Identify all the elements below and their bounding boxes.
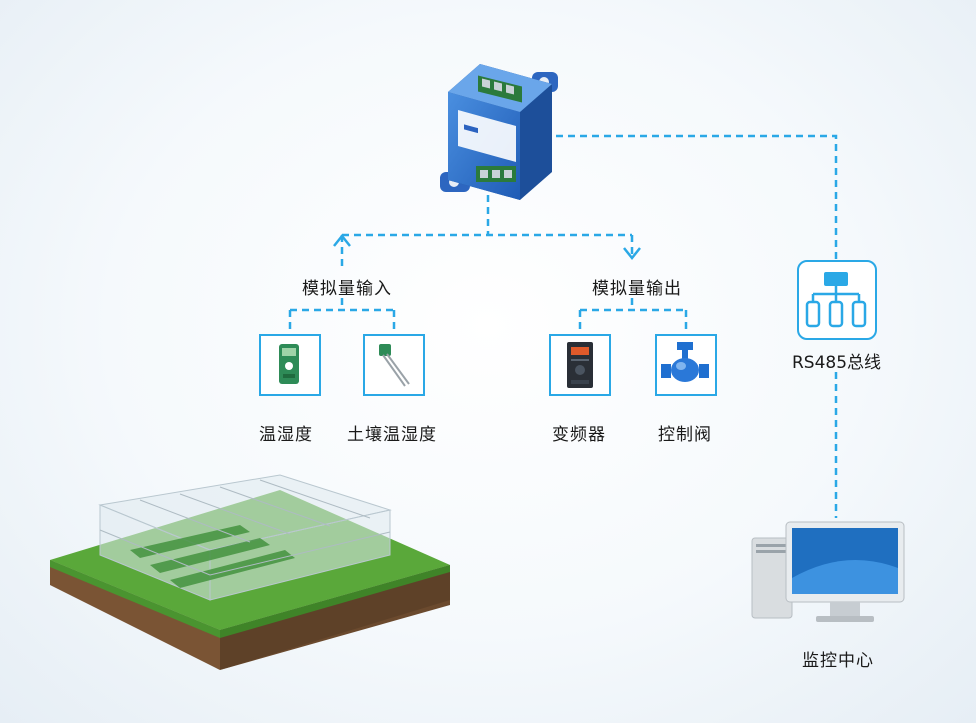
rs485-top-line <box>556 134 838 260</box>
input-split-line <box>288 298 396 334</box>
rs485-bus-label: RS485总线 <box>792 353 882 373</box>
greenhouse-icon <box>50 474 450 670</box>
valve-icon <box>661 342 709 382</box>
monitoring-computer <box>750 518 910 628</box>
soil-temp-humidity-label: 土壤温湿度 <box>347 425 437 445</box>
monitoring-center-label: 监控中心 <box>802 651 874 671</box>
temp-humidity-sensor-box <box>259 334 321 396</box>
inverter-box <box>549 334 611 396</box>
greenhouse-illustration <box>50 470 450 670</box>
control-valve-label: 控制阀 <box>658 425 712 445</box>
soil-probe-icon <box>379 344 410 387</box>
input-arrow-up <box>333 233 351 247</box>
rs485-bus-box <box>797 260 877 340</box>
io-module-icon <box>440 64 558 200</box>
inverter-label: 变频器 <box>552 425 606 445</box>
output-arrow-down <box>623 247 641 261</box>
output-split-line <box>578 298 688 334</box>
inverter-icon <box>567 342 593 388</box>
io-module-device <box>440 62 560 202</box>
network-topology-icon <box>805 272 867 328</box>
control-valve-box <box>655 334 717 396</box>
computer-icon <box>751 521 905 622</box>
temp-humidity-label: 温湿度 <box>259 425 313 445</box>
analog-input-label: 模拟量输入 <box>302 279 392 299</box>
soil-sensor-box <box>363 334 425 396</box>
temp-humidity-sensor-icon <box>279 344 299 384</box>
analog-output-label: 模拟量输出 <box>592 279 682 299</box>
